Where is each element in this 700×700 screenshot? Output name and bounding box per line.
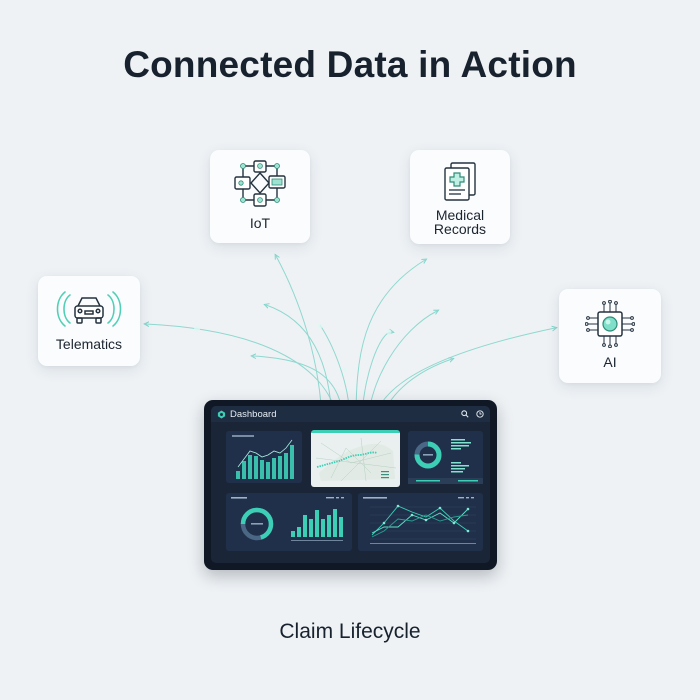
source-label-medical-line1: Medical (435, 207, 485, 223)
source-card-medical-records: Medical Records (410, 150, 510, 244)
source-label-ai: AI (603, 354, 617, 370)
iot-network-icon (234, 160, 286, 207)
source-card-iot: IoT (210, 150, 310, 243)
dashboard-screen: Dashboard (211, 406, 490, 563)
source-card-ai: AI (559, 289, 661, 383)
dashboard-logo-icon (217, 409, 226, 419)
dashboard-topbar: Dashboard (211, 406, 490, 422)
source-label-iot: IoT (249, 215, 271, 231)
donut-chart (408, 439, 483, 484)
bar-line-chart-panel (226, 431, 302, 483)
donut-bars-panel (226, 493, 352, 551)
caption: Claim Lifecycle (279, 620, 421, 643)
multi-line-chart (363, 497, 476, 544)
source-label-medical-line2: Records (433, 221, 487, 237)
connected-car-icon (56, 291, 122, 327)
map-panel[interactable] (311, 430, 400, 487)
multi-line-chart-panel (358, 493, 483, 551)
bar-line-chart (232, 435, 294, 479)
source-label-telematics: Telematics (55, 336, 123, 352)
medical-records-icon (444, 162, 476, 201)
dashboard-title: Dashboard (230, 408, 277, 420)
donut-bar-chart (231, 497, 344, 541)
route-map (315, 437, 397, 482)
search-icon[interactable] (461, 410, 469, 418)
donut-legend-panel (408, 431, 483, 484)
ai-chip-icon (585, 300, 635, 348)
clock-icon[interactable] (476, 410, 484, 418)
dashboard-device: Dashboard (204, 400, 497, 570)
page-title: Connected Data in Action (123, 44, 577, 85)
source-label-medical: Medical Records (434, 208, 486, 236)
source-card-telematics: Telematics (38, 276, 140, 366)
